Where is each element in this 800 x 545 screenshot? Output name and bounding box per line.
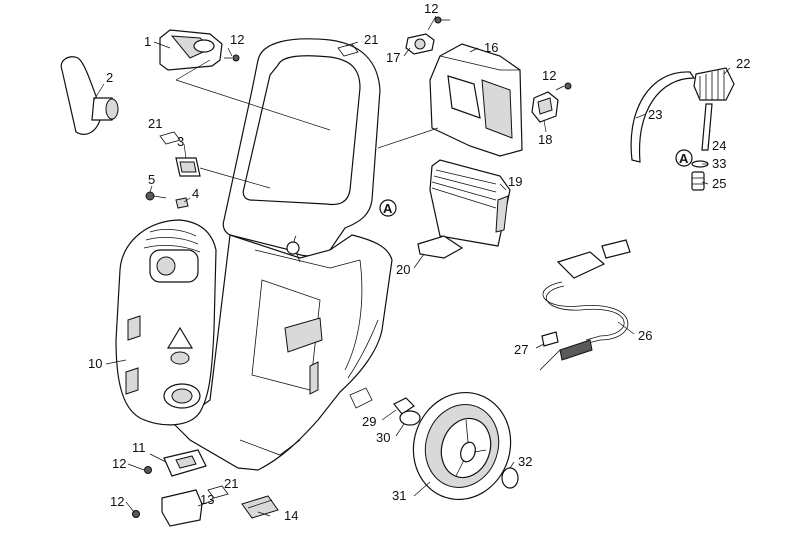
tube-part-24 [701,103,713,151]
hub-part-30 [399,410,421,426]
reel-guide-part-19 [429,159,511,247]
svg-text:A: A [679,151,689,166]
label-4: 4 [192,186,199,201]
wheel-cap-part-32 [501,467,519,489]
power-cable-part-26 [542,239,631,345]
label-19: 19 [508,174,522,189]
cover-part-13 [161,489,203,527]
label-31: 31 [392,488,406,503]
detergent-tank-cap-part-22 [693,67,735,101]
label-3: 3 [177,134,184,149]
hose-holder-part-2 [60,56,119,135]
wheel-part-31 [412,391,512,501]
label-20: 20 [396,262,410,277]
grommet-part-27 [539,331,593,371]
label-2: 2 [106,70,113,85]
label-12-c: 12 [542,68,556,83]
label-32: 32 [518,454,532,469]
label-12-e: 12 [110,494,124,509]
small-part-indicators [159,43,359,499]
label-5: 5 [148,172,155,187]
label-27: 27 [514,342,528,357]
label-12-b: 12 [230,32,244,47]
bracket-part-1 [159,29,223,71]
label-13: 13 [200,492,214,507]
screws-bottom [132,466,152,518]
leader-lines [93,15,731,517]
part-number-labels: 1 2 3 4 5 10 11 12 12 12 12 12 13 14 16 … [88,1,750,523]
cover-part-16 [429,43,523,157]
label-23: 23 [648,107,662,122]
insert-part-4 [175,197,189,209]
label-1: 1 [144,34,151,49]
clip-part-3 [175,157,201,177]
label-18: 18 [538,132,552,147]
label-25: 25 [712,176,726,191]
connector-part-18 [531,91,559,123]
label-10: 10 [88,356,102,371]
label-33: 33 [712,156,726,171]
label-12-d: 12 [112,456,126,471]
plate-part-20 [417,235,464,259]
main-frame-housing [174,38,393,471]
detergent-hose-part-23 [630,71,696,163]
label-22: 22 [736,56,750,71]
label-21-a: 21 [364,32,378,47]
label-11: 11 [132,440,146,455]
svg-text:A: A [383,201,393,216]
reference-marker-a-2: A [675,149,693,167]
bushing-part-29 [393,397,415,415]
label-24: 24 [712,138,726,153]
screws-top [224,16,572,91]
label-16: 16 [484,40,498,55]
label-17: 17 [386,50,400,65]
screw-part-5 [145,191,167,201]
foot-part-14 [241,495,279,519]
label-14: 14 [284,508,298,523]
reference-marker-a-1: A [379,199,397,217]
label-30: 30 [376,430,390,445]
label-29: 29 [362,414,376,429]
label-12-a: 12 [424,1,438,16]
label-26: 26 [638,328,652,343]
filter-part-25 [691,171,705,191]
switch-part-17 [405,33,435,55]
front-cover-part-10 [115,219,217,426]
plate-part-11 [163,449,207,477]
label-21-b: 21 [148,116,162,131]
label-21-c: 21 [224,476,238,491]
